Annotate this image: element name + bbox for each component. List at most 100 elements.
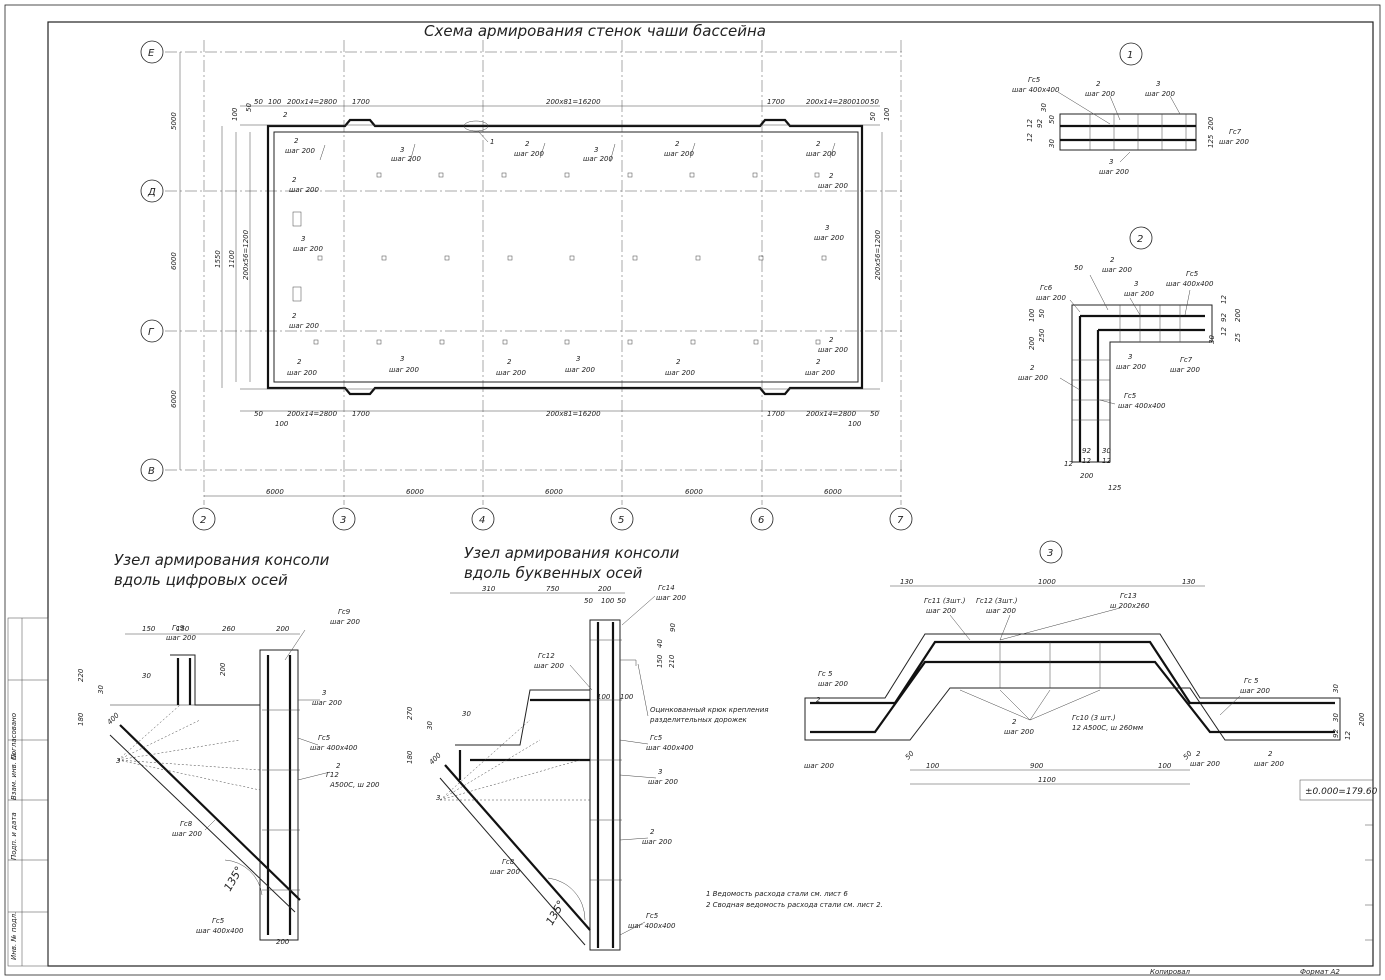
dim-bottom-1: 200x14=2800: [287, 410, 338, 418]
node-digit-label-11: Гс8: [180, 820, 193, 828]
node-3-label-18: 2: [1196, 750, 1201, 758]
callout-2-l-step: шаг 200: [805, 369, 836, 377]
node-1-marker: 1: [1127, 50, 1133, 61]
node-1-label-3: шаг 200: [1085, 90, 1116, 98]
node-letter-label-4: Оцинкованный крюк крепления: [650, 706, 768, 714]
node-2-label-12: шаг 200: [1170, 366, 1201, 374]
title-block: ±0.000=179.60 Копировал Формат А2: [1150, 779, 1378, 976]
dim-bottom-8: 100: [848, 420, 862, 428]
dim-top-7: 100: [856, 98, 870, 106]
callout-3-d-step: шаг 200: [814, 234, 845, 242]
node-letter-dim-3: 50: [584, 597, 593, 605]
axis-number-5: 5: [618, 515, 624, 526]
sheet-inner-frame: [47, 21, 1374, 967]
node-2-dim-7: 30: [1208, 335, 1216, 344]
node-digit-dim-1: 150: [176, 625, 190, 633]
node-1-dim-0: 12: [1026, 119, 1034, 128]
axis-number-6: 6: [758, 515, 764, 526]
node-3-dim-13: 200: [1358, 712, 1366, 726]
node-2-dim-14: 12: [1064, 460, 1073, 468]
left-stamp: Согласовано Взам. инв. № Подп. и дата Ин…: [7, 617, 49, 967]
plan-callouts: 2 1 3 шаг 200 2 шаг 200 3 шаг 200 2 шаг …: [283, 111, 849, 377]
node-2-dim-1: 50: [1038, 309, 1046, 318]
node-digit-dim-9: 200: [276, 938, 290, 946]
node-letter-title-1: Узел армирования консоли: [464, 544, 680, 562]
node-digit-label-9: Г12: [326, 771, 339, 779]
node-1-label-0: Гс5: [1028, 76, 1041, 84]
node-2-dim-9: 25: [1234, 333, 1242, 342]
node-digit-title-1: Узел армирования консоли: [114, 551, 330, 569]
node-2-label-8: шаг 200: [1124, 290, 1155, 298]
dim-bottom-0: 50: [254, 410, 263, 418]
node-3-dim-12: 12: [1344, 731, 1352, 740]
axis-spacing-2: 6000: [545, 488, 563, 496]
node-letter-label-2: Гс12: [538, 652, 555, 660]
axis-spacing-4: 6000: [824, 488, 842, 496]
node-letter-label-15: шаг 400х400: [628, 922, 676, 930]
axis-number-7: 7: [897, 515, 904, 526]
small-dim-0: 100: [231, 107, 239, 121]
node-3-label-3: шаг 200: [986, 607, 1017, 615]
plan-dims-bottom: 50 200x14=2800 1700 200x81=16200 1700 20…: [240, 410, 880, 428]
node-1-label-8: 3: [1109, 158, 1113, 166]
node-2-label-3: Гс5: [1186, 270, 1199, 278]
dim-left-inner-1: 1100: [228, 250, 236, 268]
node-3-label-0: Гс11 (3шт.): [924, 597, 966, 605]
node-2-label-11: Гс7: [1180, 356, 1193, 364]
node-1-label-4: 3: [1156, 80, 1160, 88]
plan-axis-spacing: 6000 6000 6000 6000 6000: [204, 488, 901, 497]
dim-bottom-7: 100: [275, 420, 289, 428]
node-letter-label-10: 2: [650, 828, 655, 836]
node-digit-label-2: Гс9: [338, 608, 351, 616]
callout-2-c-step: шаг 200: [806, 150, 837, 158]
node-letter-dim-6: 40: [656, 639, 664, 648]
format-label: Формат А2: [1300, 968, 1340, 976]
node-digit-dim-0: 150: [142, 625, 156, 633]
node-3-label-10: 2: [1012, 718, 1017, 726]
axis-spacing-1: 6000: [406, 488, 424, 496]
node-digit-dim-8: 200: [219, 662, 227, 676]
node-letter-label-8: 3: [658, 768, 662, 776]
node-3-dim-0: 130: [900, 578, 914, 586]
callout-2-h-step: шаг 200: [818, 346, 849, 354]
axis-spacing-3: 6000: [685, 488, 703, 496]
node-letter-label-17: 400: [428, 751, 443, 766]
node-1-dim-7: 30: [1040, 103, 1048, 112]
node-3-dim-10: 30: [1332, 713, 1340, 722]
node-3-dim-7: 100: [1158, 762, 1172, 770]
node-3-label-14: Гс10 (3 шт.): [1072, 714, 1116, 722]
node-3-label-9: шаг 200: [1240, 687, 1271, 695]
note-2: 2 Сводная ведомость расхода стали см. ли…: [706, 901, 883, 909]
callout-2-d: 2: [294, 137, 299, 145]
node-1-dim-3: 30: [1048, 139, 1056, 148]
node-letter-angle: 135°: [543, 898, 568, 927]
number-axis-bubbles: 2 3 4 5 6 7: [192, 507, 913, 531]
dim-left-axis-1: 6000: [170, 252, 178, 270]
callout-2-f-step: шаг 200: [818, 182, 849, 190]
node-2-label-16: шаг 400х400: [1118, 402, 1166, 410]
callout-3-a: 3: [400, 146, 404, 154]
node-2-dim-11: 12: [1082, 457, 1091, 465]
node-2-dim-13: 12: [1102, 457, 1111, 465]
dim-bottom-4: 1700: [767, 410, 785, 418]
node-1-dim-5: 125: [1207, 134, 1215, 148]
copied-by-label: Копировал: [1150, 968, 1191, 976]
callout-3-c-step: шаг 200: [293, 245, 324, 253]
node-2-label-6: шаг 200: [1036, 294, 1067, 302]
node-1-dim-1: 92: [1036, 119, 1044, 128]
node-3-dim-3: 30: [1332, 684, 1340, 693]
node-digit-label-14: шаг 400х400: [196, 927, 244, 935]
node-2-dim-2: 250: [1038, 328, 1046, 342]
node-letter-label-11: шаг 200: [642, 838, 673, 846]
node-letter-label-14: Гс5: [646, 912, 659, 920]
node-letter-dim-8: 150: [656, 654, 664, 668]
node-digit-label-13: Гс5: [212, 917, 225, 925]
callout-2-k: 2: [676, 358, 681, 366]
callout-3-e: 3: [400, 355, 404, 363]
node-letter-dim-7: 90: [669, 623, 677, 632]
node-2-label-1: 2: [1110, 256, 1115, 264]
node-letter-dim-9: 270: [406, 706, 414, 720]
node-digit-dim-5: 30: [97, 685, 105, 694]
node-2-label-7: 3: [1134, 280, 1138, 288]
node-3-dim-5: 900: [1030, 762, 1044, 770]
